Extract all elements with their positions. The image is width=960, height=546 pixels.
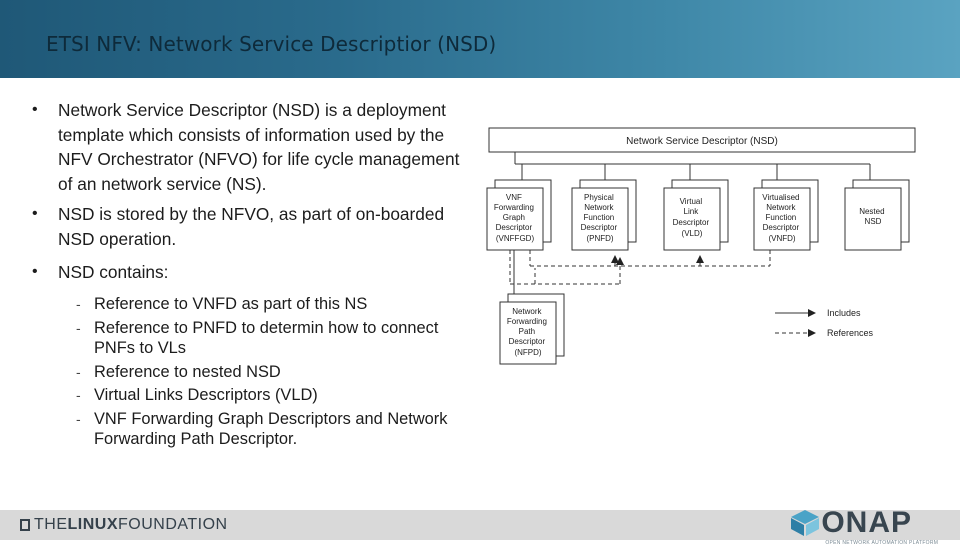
sub-item-text: VNF Forwarding Graph Descriptors and Net… bbox=[94, 409, 448, 449]
nfpd-label: Network Forwarding Path Descriptor (NFPD… bbox=[507, 307, 549, 357]
dash-icon: - bbox=[76, 387, 81, 404]
vnfd-label: Virtualised Network Function Descriptor … bbox=[762, 193, 801, 243]
nfpd-line: Network bbox=[512, 307, 542, 316]
pnfd-label: Physical Network Function Descriptor (PN… bbox=[581, 193, 620, 243]
dash-icon: - bbox=[76, 296, 81, 313]
pnfd-line: Network bbox=[584, 203, 614, 212]
vld-line: Link bbox=[684, 207, 700, 216]
slide-title: ETSI NFV: Network Service Descriptior (N… bbox=[46, 32, 497, 56]
sub-item-text: Virtual Links Descriptors (VLD) bbox=[94, 386, 318, 405]
vnffgd-line: (VNFFGD) bbox=[496, 234, 535, 243]
vnffgd-line: Forwarding bbox=[494, 203, 534, 212]
bullet-item: • Network Service Descriptor (NSD) is a … bbox=[24, 98, 474, 196]
onap-logo: ONAP OPEN NETWORK AUTOMATION PLATFORM bbox=[789, 506, 938, 546]
nested-nsd-box bbox=[844, 187, 902, 251]
vld-line: Virtual bbox=[680, 197, 703, 206]
bullet-dot-icon: • bbox=[32, 101, 38, 118]
vnfd-line: Virtualised bbox=[762, 193, 799, 202]
sub-item: -Reference to nested NSD bbox=[24, 362, 474, 383]
sub-item-text: Reference to nested NSD bbox=[94, 362, 281, 381]
nested-nsd-line: NSD bbox=[865, 217, 882, 226]
sub-item: -Virtual Links Descriptors (VLD) bbox=[24, 385, 474, 406]
vnfd-line: (VNFD) bbox=[768, 234, 795, 243]
sub-item-text: Reference to VNFD as part of this NS bbox=[94, 295, 368, 314]
vld-box bbox=[663, 187, 721, 251]
pnfd-box bbox=[571, 187, 629, 251]
vld-label: Virtual Link Descriptor (VLD) bbox=[673, 197, 712, 238]
vld-line: Descriptor bbox=[673, 218, 710, 227]
vld-line: (VLD) bbox=[682, 229, 703, 238]
pnfd-line: Physical bbox=[584, 193, 614, 202]
nfpd-line: Path bbox=[519, 327, 535, 336]
lf-suffix: FOUNDATION bbox=[118, 516, 228, 533]
bullet-text: NSD is stored by the NFVO, as part of on… bbox=[58, 204, 445, 249]
sub-item: -Reference to PNFD to determin how to co… bbox=[24, 318, 474, 359]
onap-tagline: OPEN NETWORK AUTOMATION PLATFORM bbox=[825, 540, 939, 546]
vnfd-line: Descriptor bbox=[763, 223, 800, 232]
bullet-dot-icon: • bbox=[32, 205, 38, 223]
pnfd-line: Function bbox=[584, 213, 615, 222]
bullet-dot-icon: • bbox=[32, 262, 38, 280]
nfpd-line: Descriptor bbox=[509, 337, 546, 346]
vnfd-line: Function bbox=[766, 213, 797, 222]
onap-wordmark: ONAP bbox=[821, 506, 912, 539]
vnffgd-line: Graph bbox=[503, 213, 525, 222]
linux-foundation-mark-icon bbox=[20, 519, 30, 531]
nfpd-line: Forwarding bbox=[507, 317, 547, 326]
nfpd-box bbox=[499, 301, 557, 365]
sub-item: -Reference to VNFD as part of this NS bbox=[24, 294, 474, 315]
bullet-text: NSD contains: bbox=[58, 261, 169, 282]
vnffgd-line: VNF bbox=[506, 193, 522, 202]
dash-icon: - bbox=[76, 363, 81, 380]
nsd-label: Network Service Descriptor (NSD) bbox=[626, 136, 778, 147]
vnffgd-label: VNF Forwarding Graph Descriptor (VNFFGD) bbox=[494, 193, 536, 243]
pnfd-line: Descriptor bbox=[581, 223, 618, 232]
pnfd-line: (PNFD) bbox=[586, 234, 613, 243]
sub-item-text: Reference to PNFD to determin how to con… bbox=[94, 318, 439, 358]
vnfd-box bbox=[753, 187, 811, 251]
lf-bold: LINUX bbox=[67, 516, 118, 533]
legend-references-label: References bbox=[827, 328, 874, 338]
bullet-item: • NSD is stored by the NFVO, as part of … bbox=[24, 202, 474, 251]
vnffgd-line: Descriptor bbox=[496, 223, 533, 232]
vnfd-line: Network bbox=[766, 203, 796, 212]
bullet-item: • NSD contains: bbox=[24, 260, 474, 285]
onap-cube-icon bbox=[791, 510, 820, 536]
nsd-diagram-svg: Network Service Descriptor (NSD) VNF For… bbox=[486, 127, 916, 365]
nsd-diagram: Network Service Descriptor (NSD) VNF For… bbox=[470, 118, 930, 378]
bullet-text: Network Service Descriptor (NSD) is a de… bbox=[58, 100, 460, 194]
title-bar: ETSI NFV: Network Service Descriptior (N… bbox=[0, 0, 960, 78]
sub-item: -VNF Forwarding Graph Descriptors and Ne… bbox=[24, 409, 474, 450]
dash-icon: - bbox=[76, 410, 81, 427]
lf-prefix: THE bbox=[34, 516, 68, 533]
nested-nsd-line: Nested bbox=[859, 207, 884, 216]
vnffgd-box bbox=[486, 187, 544, 251]
nsd-box bbox=[488, 127, 916, 153]
nfpd-line: (NFPD) bbox=[514, 348, 541, 357]
nested-nsd-label: Nested NSD bbox=[859, 207, 887, 226]
legend-includes-label: Includes bbox=[827, 308, 861, 318]
dash-icon: - bbox=[76, 319, 81, 336]
slide-content: • Network Service Descriptor (NSD) is a … bbox=[24, 98, 474, 453]
